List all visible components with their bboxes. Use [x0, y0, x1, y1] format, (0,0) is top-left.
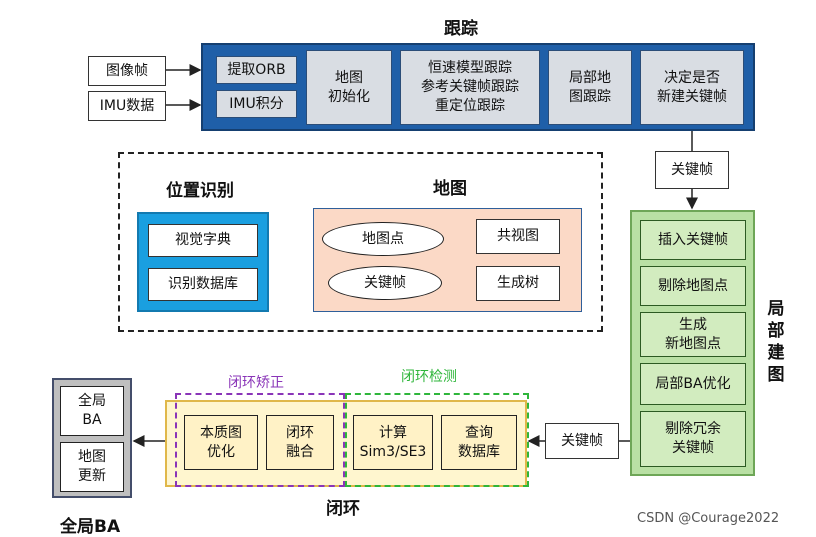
- imu-integration-step: IMU积分: [216, 90, 297, 118]
- cull-map-points-step: 剔除地图点: [640, 266, 746, 306]
- loop-fusion: 闭环 融合: [266, 415, 334, 470]
- recognition-database: 识别数据库: [148, 268, 258, 301]
- essential-graph-optimization: 本质图 优化: [184, 415, 258, 470]
- tracking-title: 跟踪: [444, 19, 478, 39]
- full-ba-step: 全局 BA: [60, 386, 124, 436]
- insert-keyframe-step: 插入关键帧: [640, 220, 746, 260]
- loop-closing-title: 闭环: [326, 499, 360, 519]
- map-keyframes: 关键帧: [328, 266, 442, 300]
- imu-data-input: IMU数据: [88, 91, 166, 121]
- map-update-step: 地图 更新: [60, 442, 124, 492]
- compute-sim3: 计算 Sim3/SE3: [353, 415, 433, 470]
- image-frame-input: 图像帧: [88, 56, 166, 86]
- new-map-points-step: 生成 新地图点: [640, 312, 746, 357]
- watermark: CSDN @Courage2022: [637, 511, 780, 526]
- local-map-tracking-step: 局部地 图跟踪: [548, 50, 632, 125]
- local-ba-step: 局部BA优化: [640, 363, 746, 405]
- covisibility-graph: 共视图: [476, 219, 560, 254]
- loop-correction-label: 闭环矫正: [228, 375, 284, 391]
- spanning-tree: 生成树: [476, 266, 560, 301]
- tracking-modes-step: 恒速模型跟踪 参考关键帧跟踪 重定位跟踪: [400, 50, 540, 125]
- query-database: 查询 数据库: [441, 415, 517, 470]
- loop-detection-label: 闭环检测: [401, 369, 457, 385]
- global-ba-title: 全局BA: [60, 517, 121, 537]
- loop-correction-group: [175, 393, 345, 487]
- map-title: 地图: [433, 179, 467, 199]
- place-recognition-title: 位置识别: [166, 181, 234, 201]
- local-mapping-keyframe-label: 关键帧: [545, 423, 619, 459]
- visual-dictionary: 视觉字典: [148, 224, 258, 257]
- decide-keyframe-step: 决定是否 新建关键帧: [640, 50, 744, 125]
- extract-orb-step: 提取ORB: [216, 56, 297, 84]
- tracking-keyframe-label: 关键帧: [655, 151, 729, 189]
- cull-keyframes-step: 剔除冗余 关键帧: [640, 411, 746, 467]
- map-points: 地图点: [322, 222, 444, 256]
- local-mapping-title: 局 部 建 图: [767, 299, 785, 385]
- map-init-step: 地图 初始化: [306, 50, 392, 125]
